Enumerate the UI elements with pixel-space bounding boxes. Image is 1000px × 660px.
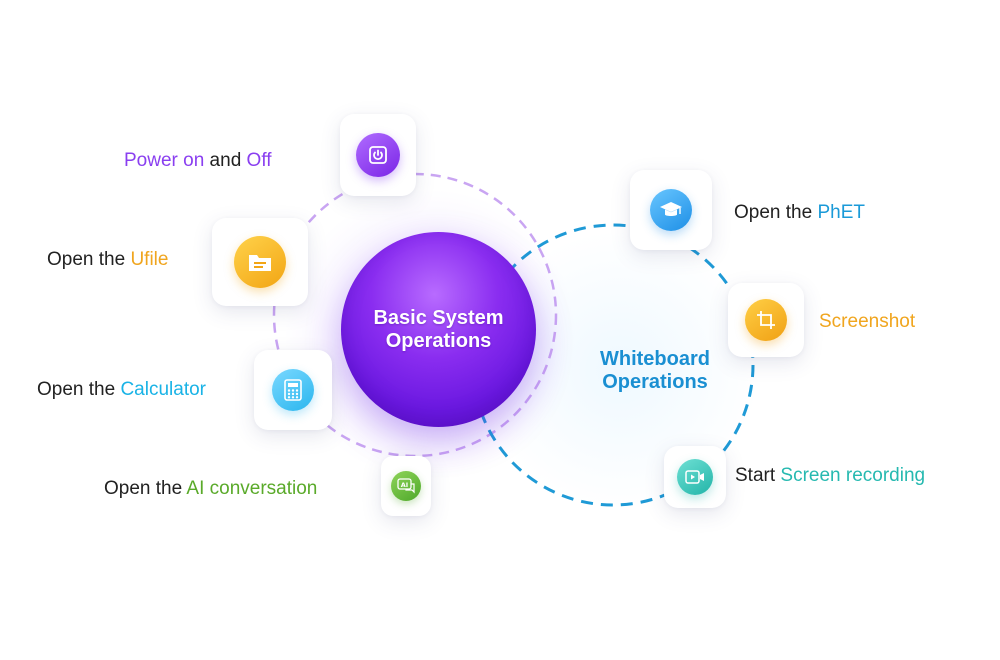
calculator-card[interactable]: [254, 350, 332, 430]
screenshot-label: Screenshot: [819, 311, 916, 332]
whiteboard-operations-title: Whiteboard Operations: [600, 348, 710, 393]
folder-icon: [234, 236, 286, 288]
power-label: Power on and Off: [124, 150, 272, 171]
basic-system-operations-node: Basic System Operations: [341, 232, 536, 427]
phet-card[interactable]: [630, 170, 712, 250]
screen-recording-label: Start Screen recording: [735, 465, 926, 486]
ufile-card[interactable]: [212, 218, 308, 306]
power-card[interactable]: [340, 114, 416, 196]
screen-recording-card[interactable]: [664, 446, 726, 508]
calculator-icon: [272, 369, 314, 411]
screenshot-card[interactable]: [728, 283, 804, 357]
screen-record-icon: [677, 459, 713, 495]
basic-system-operations-title: Basic System Operations: [373, 306, 504, 352]
phet-label: Open the PhET: [734, 202, 865, 223]
svg-text:AI: AI: [401, 481, 408, 489]
ai-conversation-card[interactable]: AI: [381, 456, 431, 516]
screenshot-crop-icon: [745, 299, 787, 341]
calculator-label: Open the Calculator: [37, 379, 206, 400]
ai-chat-icon: AI: [391, 471, 421, 501]
ai-conversation-label: Open the AI conversation: [104, 478, 318, 499]
ufile-label: Open the Ufile: [47, 249, 169, 270]
power-icon: [356, 133, 400, 177]
whiteboard-ring: [471, 223, 755, 507]
graduation-cap-icon: [650, 189, 692, 231]
